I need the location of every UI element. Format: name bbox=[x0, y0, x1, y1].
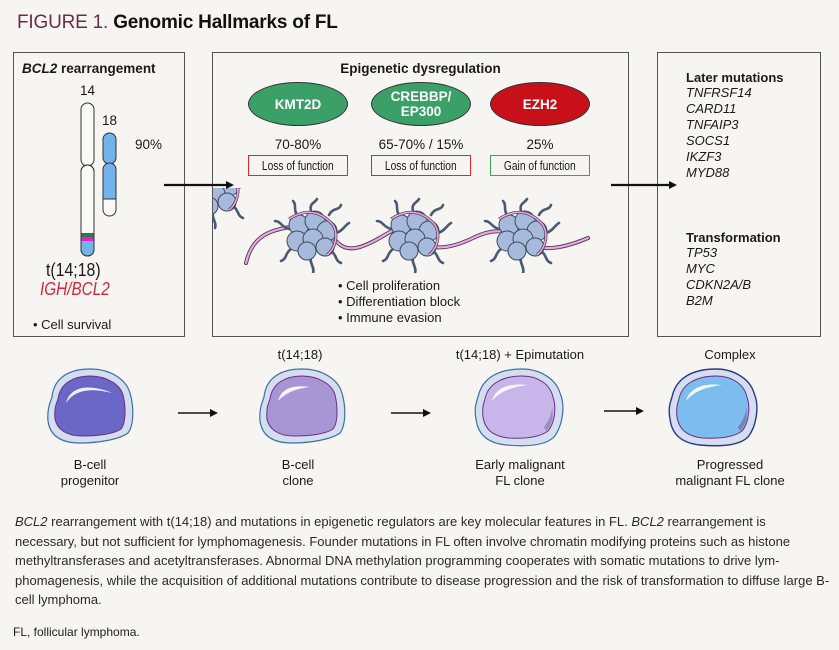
gene-item: IKZF3 bbox=[686, 149, 722, 164]
enzyme-name: EZH2 bbox=[522, 96, 558, 112]
caption-gene: BCL2 bbox=[15, 514, 48, 529]
bcl2-rearrangement-panel: BCL2 rearrangement 14 18 90% bbox=[13, 52, 185, 337]
effect-item: • Immune evasion bbox=[338, 310, 442, 325]
epigenetic-effects-list: • Cell proliferation • Differentiation b… bbox=[338, 278, 460, 326]
chromosome-18-label: 18 bbox=[102, 113, 118, 128]
transformation-list: Transformation TP53 MYC CDKN2A/B B2M bbox=[686, 230, 781, 309]
later-mutations-list: Later mutations TNFRSF14 CARD11 TNFAIP3 … bbox=[686, 70, 784, 181]
stage-label: Complex bbox=[704, 347, 756, 362]
caption-gene: BCL2 bbox=[631, 514, 664, 529]
later-mutations-heading: Later mutations bbox=[686, 70, 784, 85]
chromosome-18-icon bbox=[102, 132, 117, 217]
b-cell-clone-icon bbox=[259, 368, 346, 444]
chromosome-diagram-icon bbox=[80, 102, 117, 257]
gene-item: MYC bbox=[686, 261, 715, 276]
bcl2-panel-heading: BCL2 rearrangement bbox=[22, 61, 156, 76]
enzyme-frequency: 70-80% bbox=[274, 137, 322, 152]
gene-item: CARD11 bbox=[686, 101, 737, 116]
figure-heading: Genomic Hallmarks of FL bbox=[113, 12, 338, 33]
figure-caption: BCL2 rearrangement with t(14;18) and mut… bbox=[15, 512, 830, 610]
function-label: Loss of function bbox=[385, 158, 457, 173]
enzyme-name-line2: EP300 bbox=[400, 104, 442, 119]
enzyme-crebbp-ep300: CREBBP/EP300 bbox=[371, 82, 471, 126]
enzyme-name: KMT2D bbox=[274, 96, 322, 112]
gene-item: B2M bbox=[686, 293, 713, 308]
chromosome-14-icon bbox=[80, 102, 95, 257]
cell-name-line1: Early malignant bbox=[475, 457, 565, 472]
enzyme-kmt2d: KMT2D bbox=[248, 82, 348, 126]
stage-label: t(14;18) bbox=[277, 347, 323, 362]
gene-item: MYD88 bbox=[686, 165, 730, 180]
later-mutations-panel: Later mutations TNFRSF14 CARD11 TNFAIP3 … bbox=[657, 52, 821, 337]
progressed-fl-clone-icon bbox=[668, 368, 758, 447]
cell-name-line2: clone bbox=[282, 473, 314, 488]
cell-progression bbox=[47, 368, 758, 447]
enzyme-ezh2: EZH2 bbox=[490, 82, 590, 126]
stage-label: t(14;18) + Epimutation bbox=[455, 347, 585, 362]
function-badge: Loss of function bbox=[371, 155, 471, 176]
gene-item: CDKN2A/B bbox=[686, 277, 752, 292]
effect-item: • Cell proliferation bbox=[338, 278, 441, 293]
cell-name-line2: progenitor bbox=[60, 473, 120, 488]
cell-name-line1: Progressed bbox=[696, 457, 764, 472]
caption-text: rearrangement with t(14;18) and mutation… bbox=[47, 514, 632, 529]
figure-footnote: FL, follicular lymphoma. bbox=[13, 625, 140, 639]
function-label: Gain of function bbox=[504, 158, 576, 173]
nucleosome-chromatin-icon bbox=[213, 188, 590, 273]
enzyme-frequency: 25% bbox=[526, 137, 554, 152]
cell-name-line2: malignant FL clone bbox=[675, 473, 785, 488]
gene-item: TNFRSF14 bbox=[686, 85, 752, 100]
gene-item: SOCS1 bbox=[686, 133, 731, 148]
function-badge: Gain of function bbox=[490, 155, 590, 176]
effect-item: • Differentiation block bbox=[338, 294, 461, 309]
bcl2-heading-text: rearrangement bbox=[57, 61, 156, 76]
epigenetic-dysregulation-panel: Epigenetic dysregulation KMT2D CREBBP/EP… bbox=[212, 52, 629, 337]
gene-item: TNFAIP3 bbox=[686, 117, 739, 132]
fusion-gene-label: IGH/BCL2 bbox=[40, 279, 110, 299]
figure-title: FIGURE 1. Genomic Hallmarks of FL bbox=[17, 12, 338, 34]
figure-number: FIGURE 1. bbox=[17, 12, 109, 33]
translocation-label: t(14;18) bbox=[46, 260, 101, 280]
function-label: Loss of function bbox=[262, 158, 334, 173]
chromosome-14-label: 14 bbox=[80, 83, 96, 98]
cell-name-line2: FL clone bbox=[495, 473, 545, 488]
cell-name-line1: B-cell bbox=[73, 457, 107, 472]
bcl2-effect: • Cell survival bbox=[33, 317, 112, 332]
cell-name-line1: B-cell bbox=[281, 457, 315, 472]
epigenetic-panel-heading: Epigenetic dysregulation bbox=[340, 61, 501, 76]
nucleosome-icon bbox=[213, 188, 245, 230]
b-cell-progenitor-icon bbox=[47, 368, 134, 444]
gene-item: TP53 bbox=[686, 245, 718, 260]
enzyme-frequency: 65-70% / 15% bbox=[378, 137, 464, 152]
transformation-heading: Transformation bbox=[686, 230, 781, 245]
caption-text: rearrangement is necessary, but not suff… bbox=[15, 514, 830, 608]
enzyme-name: CREBBP/ bbox=[390, 89, 452, 104]
bcl2-gene-label: BCL2 bbox=[22, 61, 58, 76]
early-fl-clone-icon bbox=[474, 368, 564, 447]
bcl2-frequency: 90% bbox=[135, 137, 163, 152]
function-badge: Loss of function bbox=[248, 155, 348, 176]
